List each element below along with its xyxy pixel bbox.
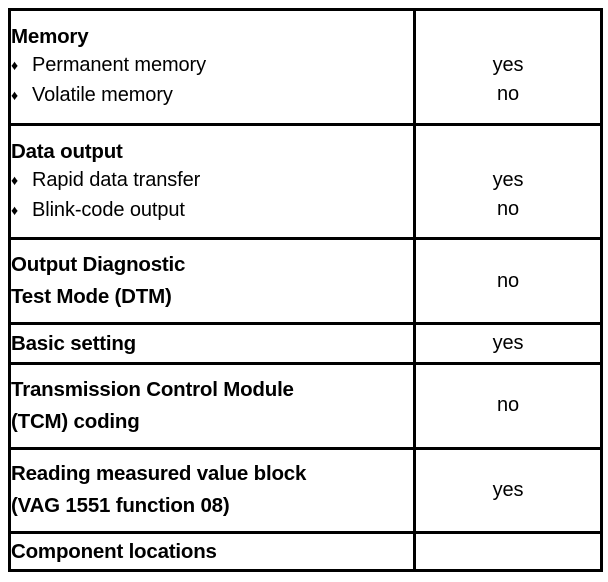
value-text: no: [496, 394, 520, 417]
value-heading-spacer: [416, 139, 600, 166]
value-text: yes: [492, 169, 524, 192]
sub-item-list: ♦ Permanent memory ♦ Volatile memory: [11, 51, 413, 111]
diamond-bullet-icon: ♦: [11, 86, 19, 103]
list-item: ♦ Blink-code output: [11, 196, 413, 226]
list-item: ♦ Permanent memory: [11, 51, 413, 81]
table-row: Data output ♦ Rapid data transfer ♦ Blin…: [9, 124, 602, 241]
value-cell: yes no: [414, 124, 602, 241]
list-item-label: Volatile memory: [32, 83, 173, 106]
table-row: Output Diagnostic Test Mode (DTM) no: [9, 238, 602, 325]
feature-cell: Output Diagnostic Test Mode (DTM): [9, 238, 416, 325]
feature-cell: Data output ♦ Rapid data transfer ♦ Blin…: [9, 124, 416, 241]
list-item-label: Blink-code output: [32, 198, 185, 221]
value-cell: yes: [414, 448, 602, 535]
row-heading-line2: (TCM) coding: [11, 409, 140, 433]
specification-table: Memory ♦ Permanent memory ♦ Volatile mem…: [8, 8, 603, 572]
diamond-bullet-icon: ♦: [11, 171, 19, 188]
row-heading: Data output: [11, 139, 123, 163]
value-text: no: [496, 269, 520, 292]
table-row: Transmission Control Module (TCM) coding…: [9, 363, 602, 450]
value-cell: yes: [414, 323, 602, 366]
value-text: yes: [492, 478, 524, 501]
row-heading: Output Diagnostic: [11, 253, 186, 277]
value-text: yes: [492, 54, 524, 77]
list-item-label: Rapid data transfer: [32, 168, 201, 191]
feature-cell: Component locations: [9, 532, 416, 571]
table-row: Memory ♦ Permanent memory ♦ Volatile mem…: [9, 9, 602, 126]
value-text: yes: [492, 332, 524, 355]
diamond-bullet-icon: ♦: [11, 201, 19, 218]
list-item-label: Permanent memory: [32, 53, 207, 76]
sub-item-list: ♦ Rapid data transfer ♦ Blink-code outpu…: [11, 166, 413, 226]
feature-cell: Basic setting: [9, 323, 416, 366]
diamond-bullet-icon: ♦: [11, 56, 19, 73]
feature-cell: Transmission Control Module (TCM) coding: [9, 363, 416, 450]
row-heading-line2: Test Mode (DTM): [11, 285, 172, 309]
value-cell: no: [414, 238, 602, 325]
row-heading: Transmission Control Module: [11, 377, 294, 401]
row-heading-line2: (VAG 1551 function 08): [11, 494, 230, 518]
feature-cell: Reading measured value block (VAG 1551 f…: [9, 448, 416, 535]
value-cell: [414, 532, 602, 571]
feature-cell: Memory ♦ Permanent memory ♦ Volatile mem…: [9, 9, 416, 126]
table-row: Reading measured value block (VAG 1551 f…: [9, 448, 602, 535]
value-cell: no: [414, 363, 602, 450]
value-text: no: [496, 198, 520, 221]
list-item: ♦ Volatile memory: [11, 81, 413, 111]
table-row: Basic setting yes: [9, 323, 602, 366]
row-heading: Reading measured value block: [11, 462, 307, 486]
list-item: ♦ Rapid data transfer: [11, 166, 413, 196]
value-text: no: [496, 83, 520, 106]
row-heading: Memory: [11, 24, 89, 48]
table-row: Component locations: [9, 532, 602, 571]
row-heading: Basic setting: [11, 332, 136, 356]
row-heading: Component locations: [11, 540, 217, 564]
value-heading-spacer: [416, 24, 600, 51]
value-cell: yes no: [414, 9, 602, 126]
